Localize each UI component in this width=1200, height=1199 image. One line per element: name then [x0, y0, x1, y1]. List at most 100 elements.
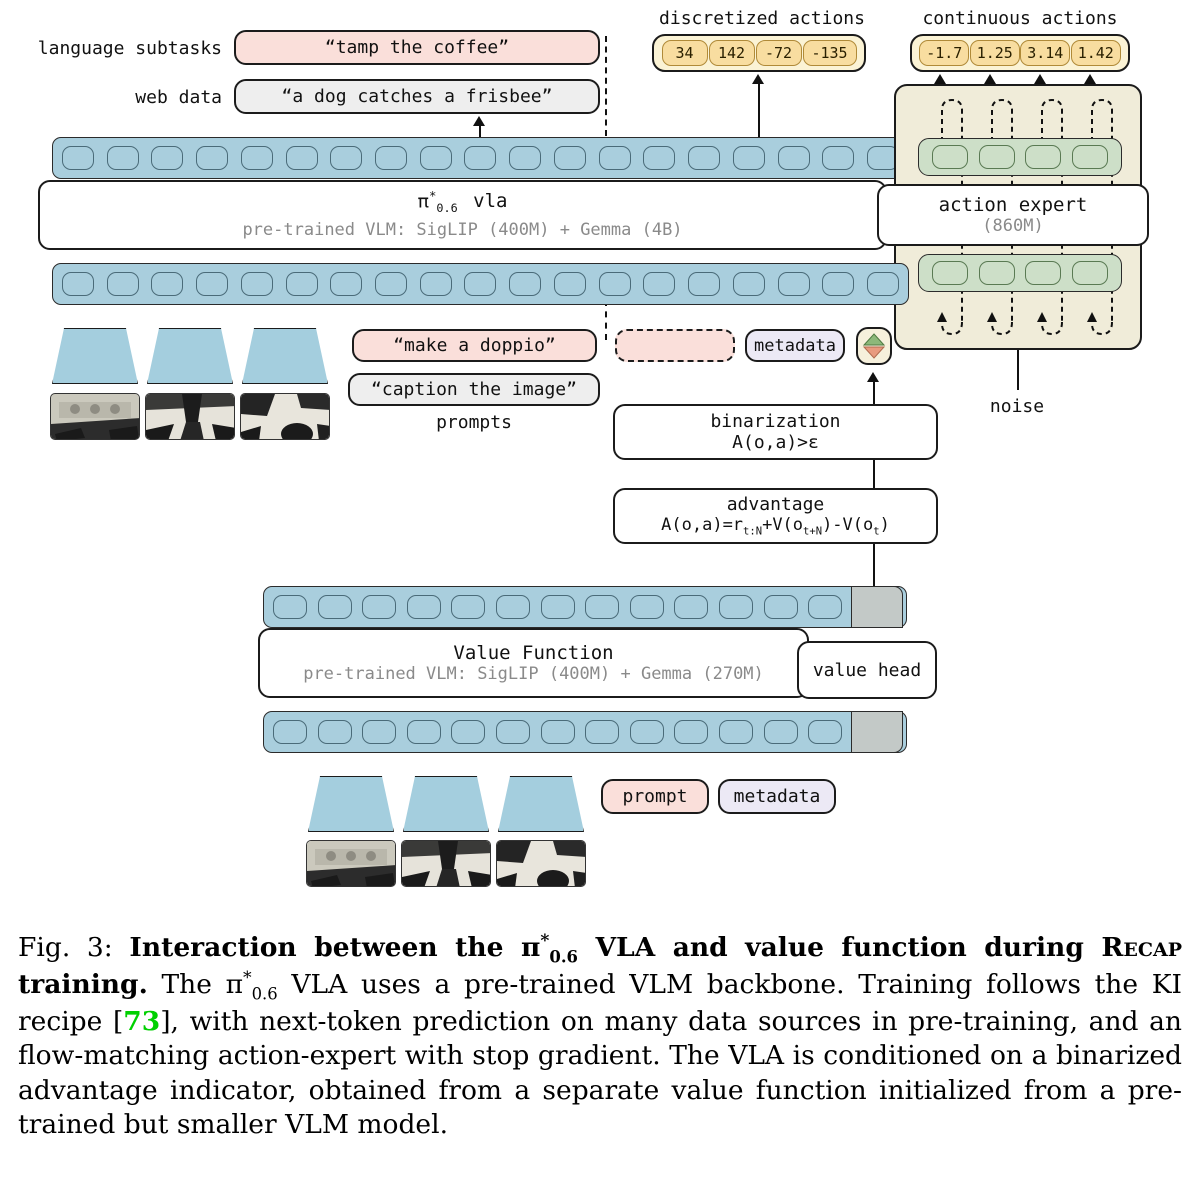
caption-smallcaps: Recap: [1101, 931, 1183, 963]
line-advantage-to-binarization: [873, 460, 875, 488]
discretized-action-token: 142: [708, 40, 755, 66]
camera-thumbnail: [240, 393, 330, 440]
token: [598, 272, 631, 296]
empty-prompt-box: [615, 329, 735, 362]
advantage-indicator-icon: [862, 333, 886, 359]
web-data-box: “a dog catches a frisbee”: [234, 79, 600, 114]
token: [688, 146, 721, 170]
action-expert-token-strip-top: [918, 138, 1122, 176]
token: [866, 272, 899, 296]
vla-title-rest: vla: [473, 190, 508, 213]
token: [822, 146, 855, 170]
token: [62, 146, 94, 170]
caption-body-3: ], with next-token prediction on many da…: [18, 1005, 1183, 1141]
action-token: [932, 145, 969, 169]
arrowhead-web-data: [473, 116, 485, 126]
token: [317, 595, 352, 619]
token: [688, 272, 721, 296]
token: [643, 146, 676, 170]
advantage-indicator-box: [856, 327, 892, 365]
camera-frustum: [403, 776, 489, 832]
adv-f2: +V(o: [762, 515, 804, 536]
action-token: [1025, 261, 1062, 285]
camera-thumbnail-art: [497, 841, 585, 886]
token: [62, 272, 94, 296]
arrowhead-continuous: [1084, 74, 1096, 84]
camera-frustum: [498, 776, 584, 832]
token: [106, 272, 139, 296]
value-function-box: Value Function pre-trained VLM: SigLIP (…: [258, 628, 809, 698]
token: [362, 720, 397, 744]
token: [732, 146, 765, 170]
token: [763, 595, 798, 619]
camera-thumbnail: [401, 840, 491, 887]
action-token: [1071, 145, 1108, 169]
token: [643, 272, 676, 296]
adv-f1: A(o,a)=r: [661, 515, 744, 536]
token: [273, 595, 307, 619]
token: [777, 272, 810, 296]
continuous-actions-box: -1.7 1.25 3.14 1.42: [910, 34, 1130, 72]
token: [674, 720, 709, 744]
token: [375, 146, 408, 170]
binarization-title: binarization: [710, 411, 841, 432]
advantage-box: advantage A(o,a)=rt:N+V(ot+N)-V(ot): [613, 488, 938, 544]
binarization-formula: A(o,a)>ε: [732, 432, 819, 453]
arrow-to-discretized: [758, 82, 760, 139]
discretized-actions-box: 34 142 -72 -135: [652, 34, 866, 72]
vla-token-strip-top: [52, 137, 909, 179]
camera-thumbnail-art: [402, 841, 490, 886]
camera-thumbnail: [50, 393, 140, 440]
token: [375, 272, 408, 296]
continuous-action-token: 1.42: [1070, 40, 1121, 66]
token: [196, 272, 229, 296]
metadata-box: metadata: [745, 329, 845, 362]
action-token: [1025, 145, 1062, 169]
camera-frustum: [308, 776, 394, 832]
discretized-actions-label: discretized actions: [659, 8, 865, 29]
caption-body-2: VLA uses a pre-trained VLM backbone. Tra…: [18, 969, 1182, 1037]
action-token: [978, 145, 1015, 169]
token: [240, 272, 273, 296]
vla-title: π*0.6 vla: [418, 190, 508, 215]
value-function-token-strip-top: [263, 586, 907, 628]
token: [330, 146, 363, 170]
token: [419, 146, 452, 170]
action-expert-box: action expert (860M): [877, 184, 1149, 246]
token: [362, 595, 397, 619]
vla-pi-symbol: π: [417, 190, 429, 213]
continuous-action-token: 3.14: [1020, 40, 1071, 66]
action-token: [978, 261, 1015, 285]
token: [598, 146, 631, 170]
vla-subscript: 0.6: [436, 201, 458, 216]
caption-pi-1: π*0.6: [520, 931, 578, 967]
prompt-box-caption-image: “caption the image”: [348, 373, 600, 406]
adv-f4: ): [879, 515, 890, 536]
continuous-action-token: 1.25: [969, 40, 1020, 66]
language-subtasks-label: language subtasks: [37, 38, 222, 59]
action-token: [1071, 261, 1108, 285]
token: [822, 272, 855, 296]
continuous-action-token: -1.7: [919, 40, 970, 66]
discretized-action-token: -135: [802, 40, 857, 66]
token: [496, 720, 531, 744]
caption-citation: 73: [123, 1005, 161, 1037]
token: [451, 595, 486, 619]
figure-diagram: discretized actions continuous actions 3…: [37, 8, 1149, 887]
value-head-box: value head: [797, 641, 937, 699]
token: [106, 146, 139, 170]
token: [808, 595, 843, 619]
continuous-actions-label: continuous actions: [922, 8, 1118, 29]
noise-line: [1017, 350, 1019, 390]
dashed-connector-upper: [605, 36, 607, 136]
advantage-title: advantage: [726, 494, 825, 516]
bottom-prompt-box: prompt: [601, 779, 709, 814]
token: [629, 595, 664, 619]
line-valuehead-to-advantage: [873, 544, 875, 586]
token: [629, 720, 664, 744]
token: [553, 146, 586, 170]
token: [464, 272, 497, 296]
camera-frustum: [52, 328, 138, 384]
token: [509, 272, 542, 296]
token: [330, 272, 363, 296]
